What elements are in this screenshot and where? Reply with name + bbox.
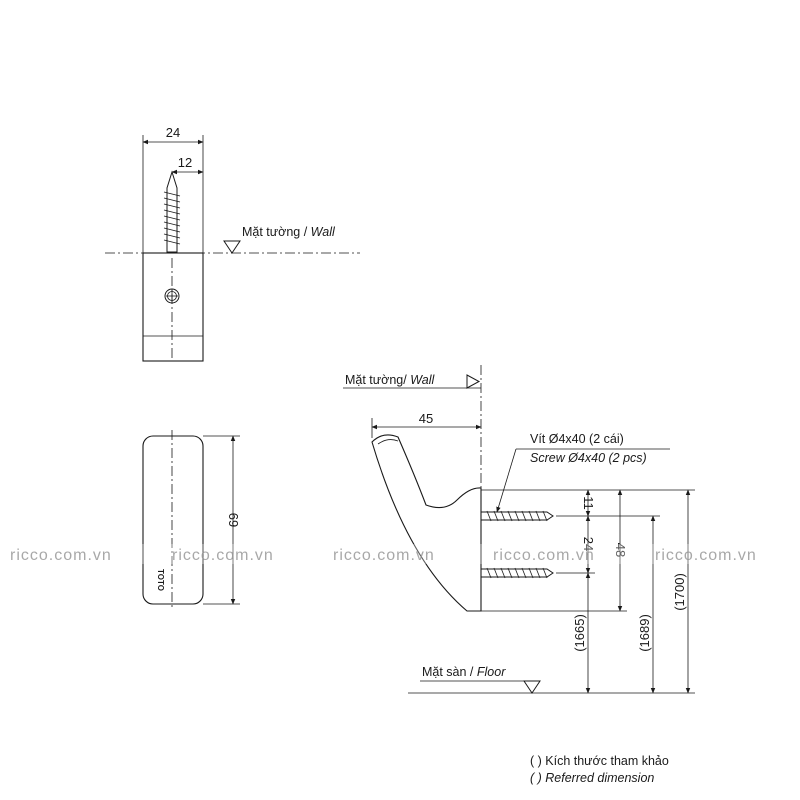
hook-body-plan [142, 252, 204, 362]
dim-1665-label: (1665) [572, 614, 587, 652]
screw-upper [480, 510, 554, 522]
screw-head-icon [164, 288, 180, 304]
watermark-text: ricco.com.vn [493, 547, 595, 564]
hook-profile [371, 434, 482, 612]
dim-48-label: 48 [613, 543, 628, 557]
dim-1689-label: (1689) [637, 614, 652, 652]
screw-lower [480, 567, 554, 579]
hook-tip-edge [377, 439, 399, 445]
top-view: 24 12 Mặt tường / Wall [105, 125, 360, 362]
screw-plan [163, 170, 181, 253]
front-view: 69 TOTO [142, 430, 241, 610]
watermark-text: ricco.com.vn [10, 547, 112, 564]
dim-24-label: 24 [166, 125, 180, 140]
wall-label: Mặt tường / Wall [242, 225, 336, 239]
watermark: ricco.com.vn ricco.com.vn ricco.com.vn r… [0, 544, 800, 564]
wall-label: Mặt tường/ Wall [345, 373, 436, 387]
dim-45-label: 45 [419, 411, 433, 426]
screw-leader [496, 448, 517, 513]
watermark-text: ricco.com.vn [333, 547, 435, 564]
side-view: Mặt tường/ Wall 45 Vít Ø4x40 (2 cái) Scr… [343, 365, 695, 694]
reference-note: ( ) Kích thước tham khảo ( ) Referred di… [530, 754, 669, 785]
dim-69-label: 69 [226, 513, 241, 527]
floor-marker [523, 680, 541, 694]
brand-logo: TOTO [156, 569, 165, 591]
watermark-text: ricco.com.vn [172, 547, 274, 564]
screw-label-vi: Vít Ø4x40 (2 cái) [530, 432, 624, 446]
dim-11-label: 11 [581, 496, 596, 510]
note-line-vi: ( ) Kích thước tham khảo [530, 754, 669, 768]
dim-24-side-label: 24 [581, 537, 596, 551]
screw-label-en: Screw Ø4x40 (2 pcs) [530, 451, 647, 465]
dim-12-label: 12 [178, 155, 192, 170]
hook-body-front [142, 435, 204, 605]
note-line-en: ( ) Referred dimension [530, 771, 654, 785]
wall-marker [466, 374, 481, 389]
dim-1700-label: (1700) [672, 573, 687, 611]
floor-label: Mặt sàn / Floor [422, 665, 506, 679]
wall-marker [223, 240, 241, 254]
watermark-text: ricco.com.vn [655, 547, 757, 564]
